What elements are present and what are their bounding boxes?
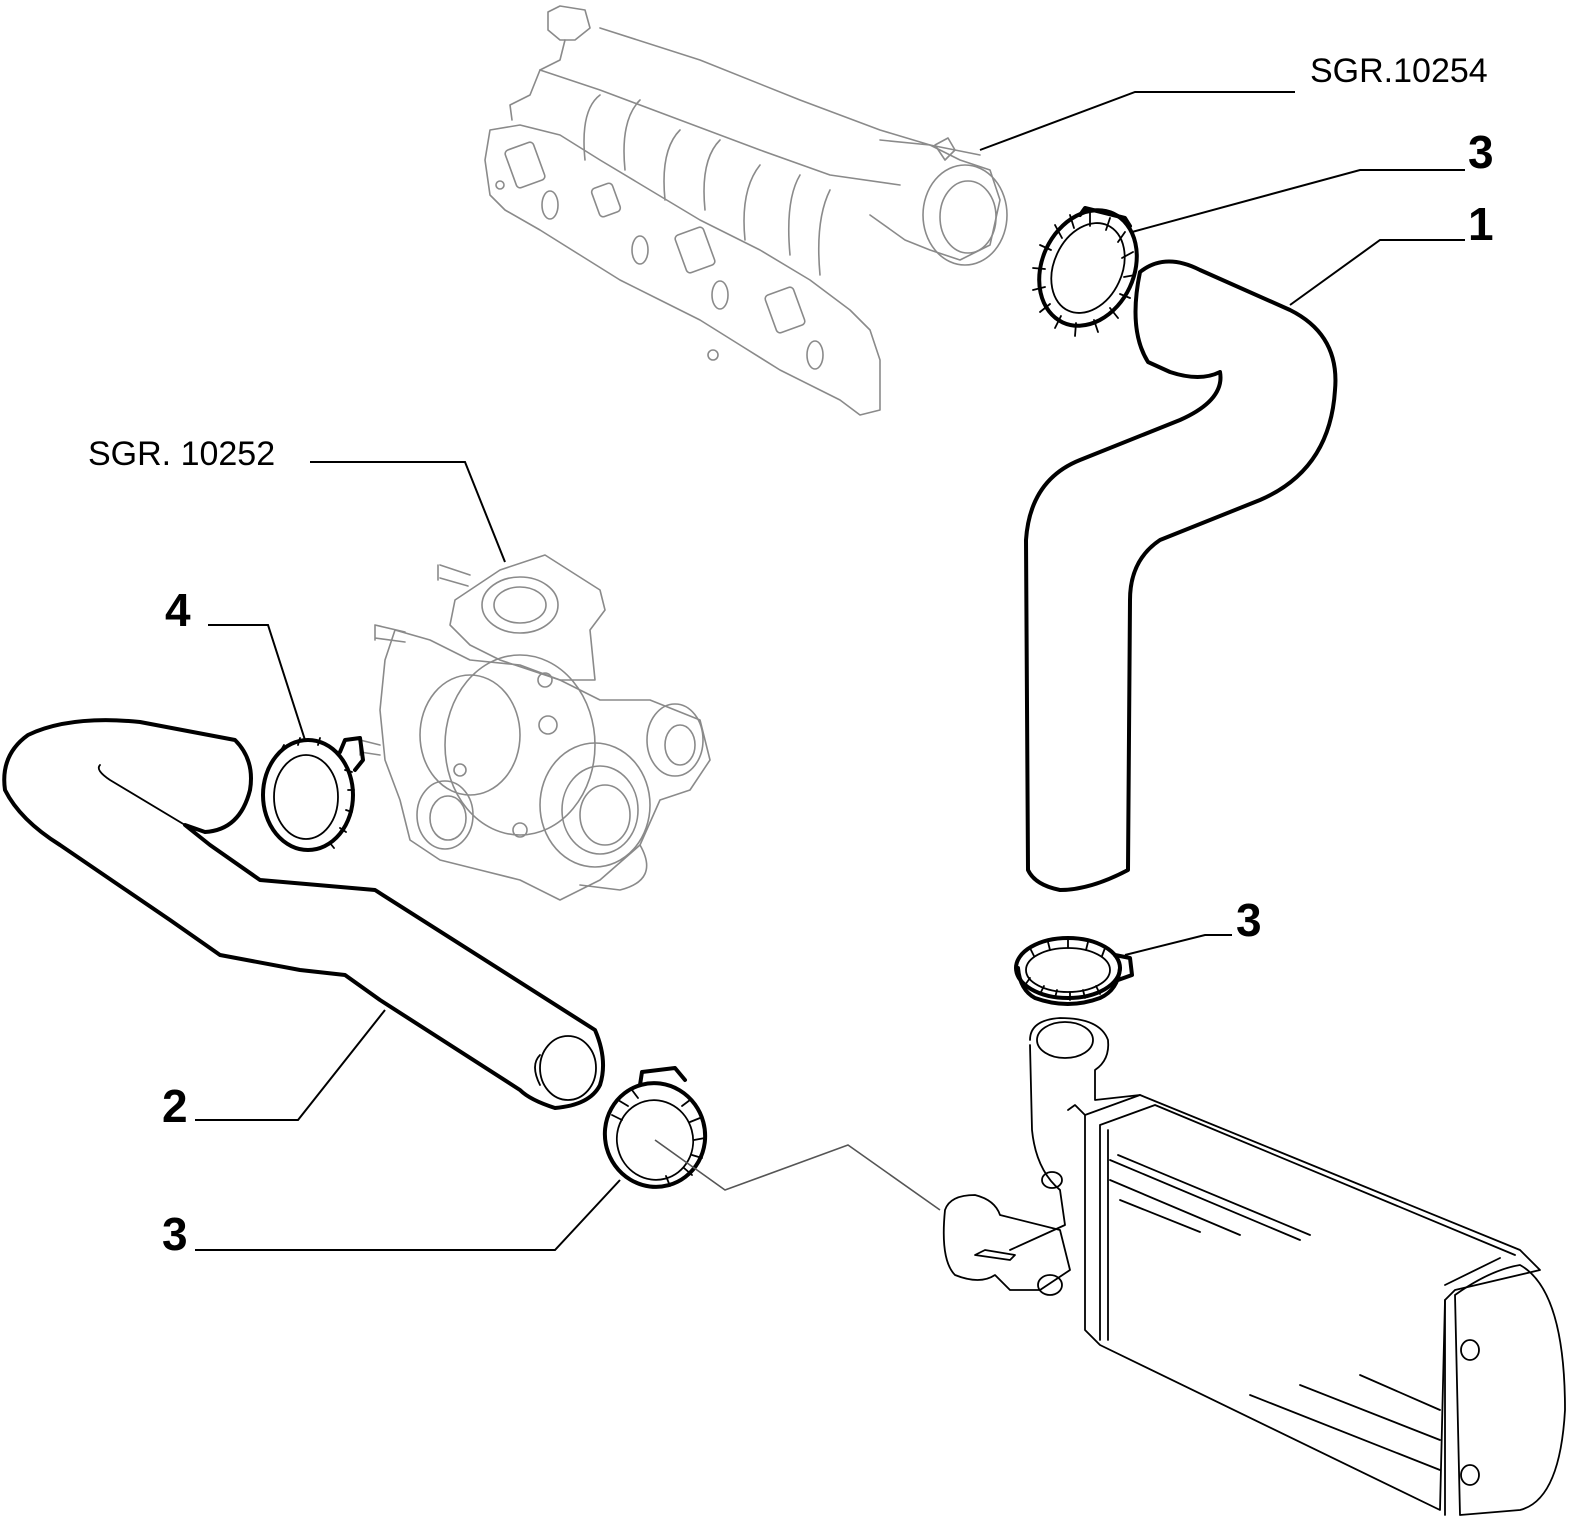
- leader-lower-hose: [195, 1009, 386, 1121]
- callout-upper-hose: 1: [1468, 198, 1494, 250]
- clamp-lower: [602, 1066, 708, 1189]
- clamp-intercooler: [1014, 936, 1134, 1006]
- turbocharger: [359, 554, 711, 901]
- leader-lower-clamp: [195, 1179, 621, 1251]
- ref-intake-manifold: SGR.10254: [1310, 52, 1488, 90]
- intake-manifold: [484, 5, 1008, 416]
- callout-turbo-clamp: 4: [165, 584, 191, 636]
- leader-turbo-clamp: [208, 624, 306, 741]
- clamp-upper: [1032, 206, 1139, 337]
- leader-sgr-10254: [979, 91, 1295, 151]
- callout-lower-hose: 2: [162, 1080, 188, 1132]
- leader-intercooler-clamp: [1124, 934, 1232, 956]
- leader-upper-clamp: [1131, 169, 1465, 233]
- callout-lower-clamp: 3: [162, 1208, 188, 1260]
- leader-lines: [195, 91, 1465, 1251]
- callout-upper-clamp: 3: [1468, 126, 1494, 178]
- leader-sgr-10252: [310, 461, 506, 563]
- hose-lower: [2, 718, 606, 1110]
- labels: SGR.10254 SGR. 10252 3 1 4 2 3 3: [88, 52, 1494, 1260]
- hose-upper: [1024, 259, 1338, 892]
- leader-upper-hose: [1289, 239, 1465, 306]
- clamp-turbo: [261, 736, 365, 852]
- ref-turbocharger: SGR. 10252: [88, 435, 275, 473]
- intercooler: [942, 1017, 1566, 1516]
- leader-clamp-to-intercooler: [654, 1139, 941, 1211]
- callout-intercooler-clamp: 3: [1236, 894, 1262, 946]
